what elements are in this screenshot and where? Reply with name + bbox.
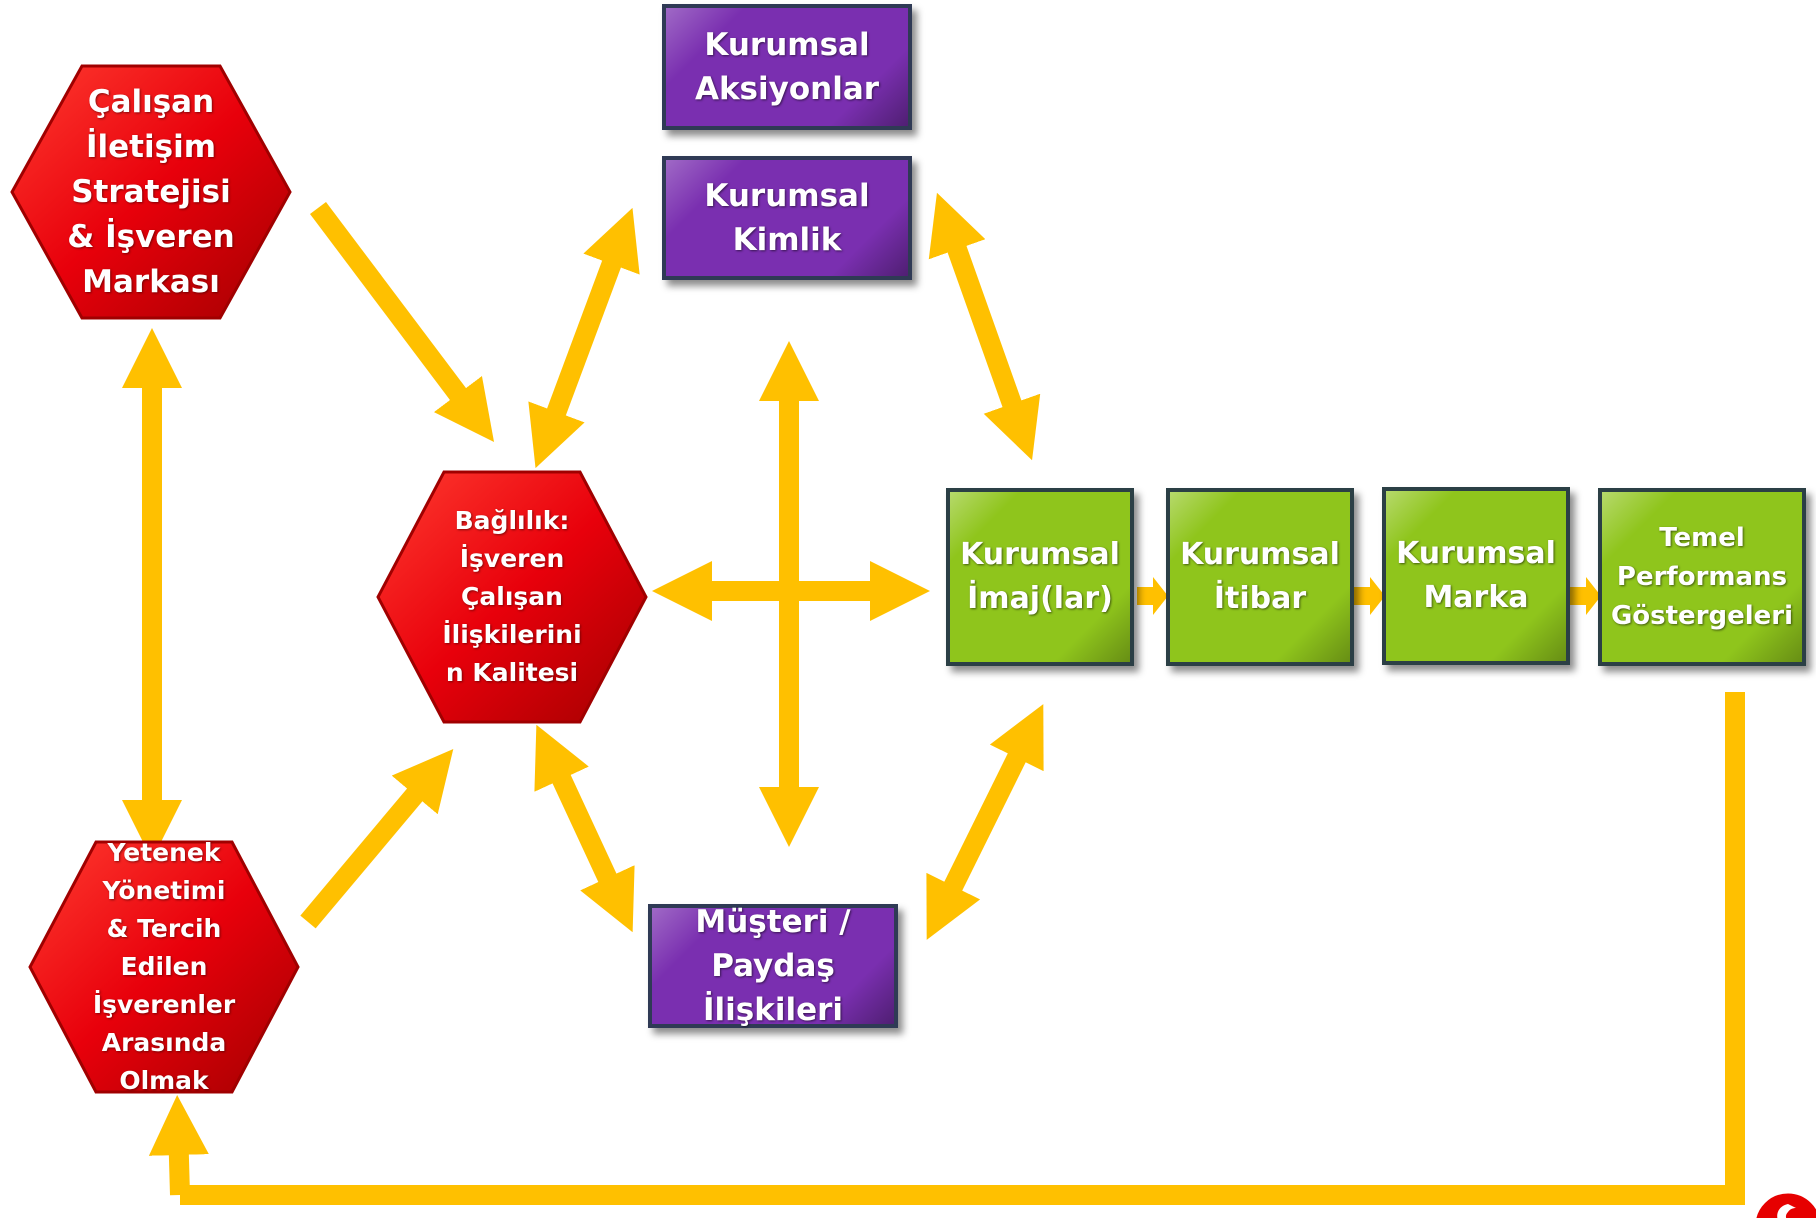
node-line: Kurumsal [704, 178, 870, 214]
vodafone-logo-icon [1753, 1190, 1816, 1218]
node-line: Kurumsal [704, 27, 870, 63]
node-line: n Kalitesi [445, 658, 579, 687]
arrow-talent-engagement [300, 749, 454, 929]
node-line: & Tercih [106, 914, 222, 943]
node-line: Performans [1616, 561, 1788, 592]
node-line: Kurumsal [960, 537, 1120, 572]
node-line: İlişkileri [702, 992, 844, 1028]
node-line: Arasında [101, 1028, 227, 1057]
node-line: Aksiyonlar [694, 71, 880, 107]
node-corporate-identity: Kurumsal Kimlik [662, 156, 912, 280]
node-talent-management: Yetenek Yönetimi & Tercih Edilen İşveren… [28, 838, 300, 1095]
node-line: Marka [1423, 580, 1529, 615]
node-line: Göstergeleri [1610, 600, 1794, 631]
arrow-strategy-engagement [310, 201, 495, 442]
node-line: Müşteri / [695, 904, 851, 940]
node-line: Temel [1659, 522, 1745, 553]
node-line: İlişkilerini [442, 620, 582, 649]
node-line: İtibar [1213, 581, 1307, 616]
node-line: Olmak [119, 1066, 209, 1095]
node-line: Edilen [120, 952, 208, 981]
node-line: Yetenek [107, 838, 221, 867]
node-line: Markası [82, 263, 220, 300]
node-line: Bağlılık: [454, 506, 570, 535]
node-line: İmaj(lar) [967, 581, 1113, 616]
arrow-engagement-customer [534, 724, 635, 933]
node-kpi: Temel Performans Göstergeleri [1598, 488, 1806, 666]
node-customer-relations: Müşteri / Paydaş İlişkileri [648, 904, 898, 1028]
node-corporate-image: Kurumsal İmaj(lar) [946, 488, 1134, 666]
node-line: Çalışan [87, 83, 215, 120]
arrow-kpi-feedback [180, 692, 1745, 1205]
node-line: Stratejisi [71, 173, 231, 210]
arrow-feedback-talent [148, 1095, 209, 1196]
node-communication-strategy: Çalışan İletişim Stratejisi & İşveren Ma… [10, 64, 292, 320]
node-line: İşveren [459, 544, 565, 573]
node-line: Paydaş [711, 948, 835, 984]
arrow-customer-image [926, 704, 1044, 940]
node-line: Kurumsal [1180, 537, 1340, 572]
node-corporate-brand: Kurumsal Marka [1382, 487, 1570, 665]
node-corporate-actions: Kurumsal Aksiyonlar [662, 4, 912, 130]
node-line: Çalışan [461, 582, 563, 611]
node-line: Yönetimi [102, 876, 226, 905]
node-line: İşverenler [92, 990, 236, 1019]
arrow-image-reputation [1137, 577, 1168, 615]
node-corporate-reputation: Kurumsal İtibar [1166, 488, 1354, 666]
node-line: Kurumsal [1396, 536, 1556, 571]
node-line: Kimlik [732, 222, 842, 258]
arrow-reputation-brand [1354, 577, 1385, 615]
arrow-brand-kpi [1570, 577, 1601, 615]
node-line: & İşveren [67, 218, 235, 255]
node-engagement: Bağlılık: İşveren Çalışan İlişkilerini n… [376, 470, 648, 724]
arrow-identity-image [928, 192, 1041, 461]
node-line: İletişim [85, 128, 216, 165]
arrow-engagement-identity [528, 207, 640, 469]
